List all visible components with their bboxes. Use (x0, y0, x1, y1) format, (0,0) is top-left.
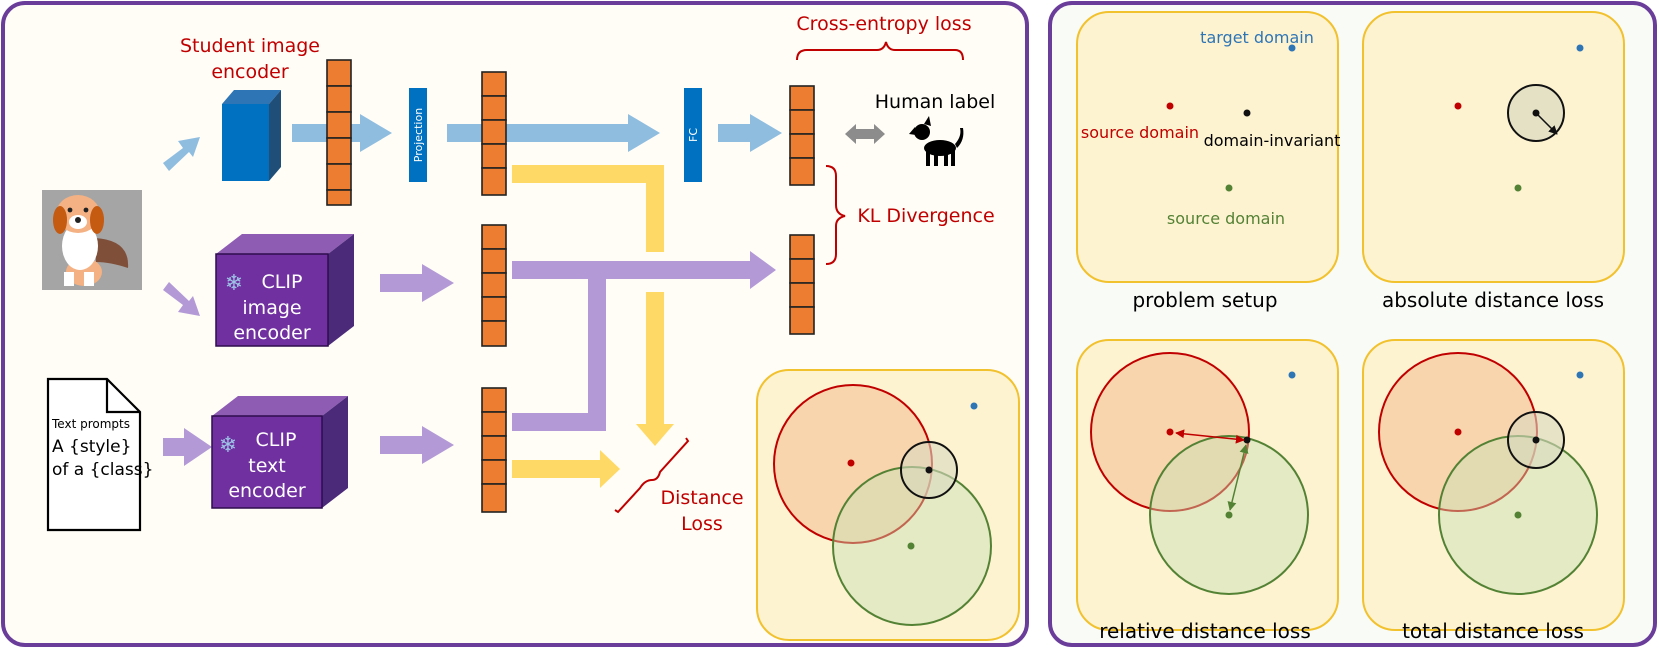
student-logits (789, 85, 815, 186)
student-encoder-label-1: Student image (180, 35, 320, 57)
source-red-dot (1166, 102, 1174, 110)
inset-blue-dot (970, 402, 978, 410)
caption-relative: relative distance loss (1099, 619, 1311, 643)
blue-arrow-3 (718, 114, 782, 152)
rel-green-dot (1225, 511, 1233, 519)
student-encoder-label-2: encoder (211, 61, 289, 83)
source-domain-label-1: source domain (1081, 123, 1199, 142)
dog-silhouette-icon (909, 116, 964, 166)
source-domain-label-2: source domain (1167, 209, 1285, 228)
clip-text-label-3: encoder (228, 480, 306, 502)
text-prompts-doc (46, 377, 142, 532)
clip-text-feature-vector (481, 387, 507, 513)
distance-loss-bracket (614, 437, 690, 514)
inset-black-dot (925, 466, 933, 474)
subpanel-problem-setup (1076, 11, 1339, 283)
purple-arrow-to-clip-image (163, 282, 200, 316)
rel-blue-dot (1288, 371, 1296, 379)
cross-entropy-bracket (796, 41, 964, 61)
distance-inset (756, 369, 1020, 641)
target-dot (1288, 44, 1296, 52)
source-green-dot (1225, 184, 1233, 192)
clip-text-label-1: CLIP (256, 429, 297, 451)
blue-arrow-to-student (163, 137, 200, 171)
fc-block (684, 88, 702, 182)
caption-problem-setup: problem setup (1132, 288, 1277, 312)
projection-block (409, 88, 427, 182)
blue-arrow-2 (447, 114, 660, 152)
purple-arrow-2 (512, 251, 776, 289)
distance-loss-label-2: Loss (681, 513, 723, 535)
inset-red-dot (847, 459, 855, 467)
kl-bracket (825, 165, 846, 265)
abs-blue-dot (1576, 44, 1584, 52)
rel-red-dot (1166, 428, 1174, 436)
inset-green-dot (907, 542, 915, 550)
tot-green-dot (1514, 511, 1522, 519)
subpanel-absolute (1362, 11, 1625, 283)
abs-red-dot (1454, 102, 1462, 110)
yellow-arrow-down (636, 292, 674, 446)
yellow-arrow-right (512, 450, 620, 488)
subpanel-total (1362, 339, 1625, 631)
text-prompts-line-1: A {style} (52, 437, 131, 457)
purple-arrow-1 (380, 264, 454, 302)
human-label-text: Human label (875, 91, 996, 113)
tot-black-dot (1532, 436, 1540, 444)
caption-total: total distance loss (1402, 619, 1584, 643)
rel-black-dot (1243, 436, 1251, 444)
text-prompts-line-2: of a {class} (52, 460, 153, 480)
projection-label: Projection (412, 108, 425, 162)
student-image-encoder (222, 90, 281, 181)
clip-image-label-1: CLIP (262, 271, 303, 293)
fc-label: FC (687, 128, 700, 142)
purple-connector (512, 279, 606, 431)
caption-absolute: absolute distance loss (1382, 288, 1604, 312)
distance-loss-label-1: Distance (660, 487, 743, 509)
text-prompts-title: Text prompts (51, 417, 130, 431)
gray-double-arrow (845, 124, 885, 144)
clip-image-label-2: image (242, 297, 301, 319)
rel-red-arrow (1175, 429, 1245, 444)
projected-feature-vector (481, 71, 507, 196)
cross-entropy-label: Cross-entropy loss (796, 13, 971, 35)
domain-invariant-dot (1243, 109, 1251, 117)
tot-blue-dot (1576, 371, 1584, 379)
kl-divergence-label: KL Divergence (857, 205, 994, 227)
snowflake-icon-2: ❄ (219, 433, 237, 458)
purple-arrow-3 (380, 426, 454, 464)
clip-image-feature-vector (481, 224, 507, 347)
clip-text-encoder (211, 396, 348, 509)
snowflake-icon: ❄ (225, 271, 243, 296)
subpanel-relative (1076, 339, 1339, 631)
rel-green-arrow (1227, 444, 1249, 511)
clip-image-encoder (215, 234, 354, 347)
clip-logits (789, 234, 815, 335)
clip-image-label-3: encoder (233, 322, 311, 344)
abs-radius-arrow (1535, 112, 1558, 135)
clip-text-label-2: text (248, 455, 286, 477)
dog-image (42, 190, 142, 290)
target-domain-label: target domain (1200, 28, 1314, 47)
student-feature-vector (326, 59, 352, 206)
yellow-arrow-down-top (512, 165, 664, 252)
purple-arrow-to-clip-text (163, 428, 212, 466)
abs-green-dot (1514, 184, 1522, 192)
domain-invariant-label: domain-invariant (1204, 131, 1341, 150)
tot-red-dot (1454, 428, 1462, 436)
